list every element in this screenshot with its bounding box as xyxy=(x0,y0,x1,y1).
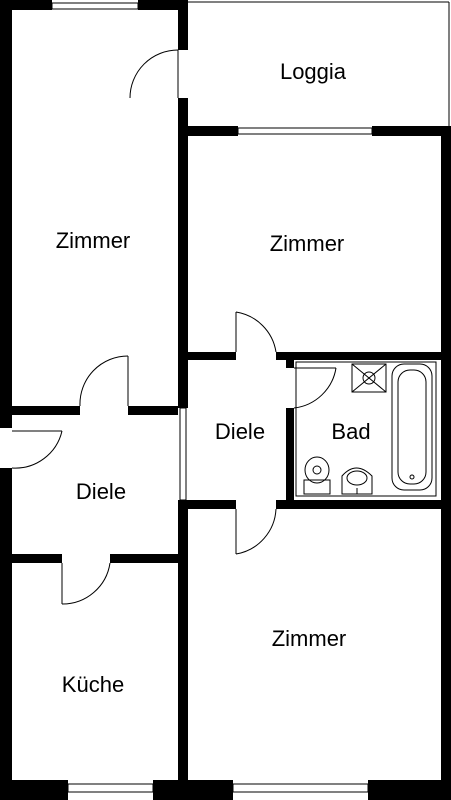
wall-diele-bad-a xyxy=(286,360,294,368)
opening-diele-passage xyxy=(179,407,187,501)
wall-middle-top xyxy=(178,0,188,50)
window-loggia xyxy=(237,127,373,135)
door-zimmer-middle xyxy=(235,311,277,353)
room-label-zimmer-middle-right: Zimmer xyxy=(270,231,345,256)
wall-zimmer-middle-bottom-b xyxy=(276,352,441,360)
wall-bottom-a xyxy=(0,780,68,800)
room-label-zimmer-top-left: Zimmer xyxy=(56,228,131,253)
wall-left-a xyxy=(0,0,12,428)
wall-diele-center-bottom xyxy=(188,500,236,509)
wall-diele-kueche-b xyxy=(110,554,178,563)
wall-loggia-bottom-b xyxy=(372,126,451,136)
window-bottom-kueche xyxy=(67,783,154,793)
wall-middle-a xyxy=(178,98,188,408)
wall-diele-bad-b xyxy=(286,408,294,508)
room-label-kueche: Küche xyxy=(62,672,124,697)
interior-walls xyxy=(12,352,441,563)
wall-right xyxy=(441,126,451,800)
door-bad xyxy=(293,367,337,409)
door-loggia xyxy=(129,49,179,99)
wall-middle-b xyxy=(178,500,188,800)
bath-fixtures xyxy=(303,363,433,495)
wall-zimmer-diele-left-b xyxy=(128,406,178,415)
room-label-diele-left: Diele xyxy=(76,479,126,504)
wall-diele-kueche-a xyxy=(12,554,62,563)
washbasin-icon xyxy=(341,467,373,495)
bathtub-icon xyxy=(391,363,433,491)
room-label-diele-center: Diele xyxy=(215,419,265,444)
wall-zimmer-middle-bottom-a xyxy=(188,352,236,360)
shower-icon xyxy=(351,363,387,393)
wall-top-left-b xyxy=(138,0,188,10)
window-bottom-zimmer xyxy=(232,783,369,793)
wall-bottom-c xyxy=(368,780,451,800)
wall-top-left-a xyxy=(0,0,52,10)
wall-left-b xyxy=(0,468,12,800)
room-label-zimmer-bottom-right: Zimmer xyxy=(272,626,347,651)
bad-inner-outline xyxy=(295,361,437,497)
toilet-icon xyxy=(303,456,331,495)
wall-zimmer-diele-left-a xyxy=(12,406,80,415)
wall-bottom-b xyxy=(153,780,233,800)
door-entrance xyxy=(11,430,63,469)
windows xyxy=(51,2,373,793)
doors xyxy=(11,49,337,605)
window-top-left xyxy=(51,2,139,10)
room-label-bad: Bad xyxy=(331,419,370,444)
door-zimmer-top-left xyxy=(79,355,129,407)
wall-bad-bottom xyxy=(276,500,441,509)
room-label-loggia: Loggia xyxy=(280,59,347,84)
door-kueche xyxy=(61,562,111,605)
wall-loggia-bottom-a xyxy=(178,126,238,136)
door-zimmer-bottom xyxy=(235,508,277,555)
loggia-outline xyxy=(188,1,450,126)
